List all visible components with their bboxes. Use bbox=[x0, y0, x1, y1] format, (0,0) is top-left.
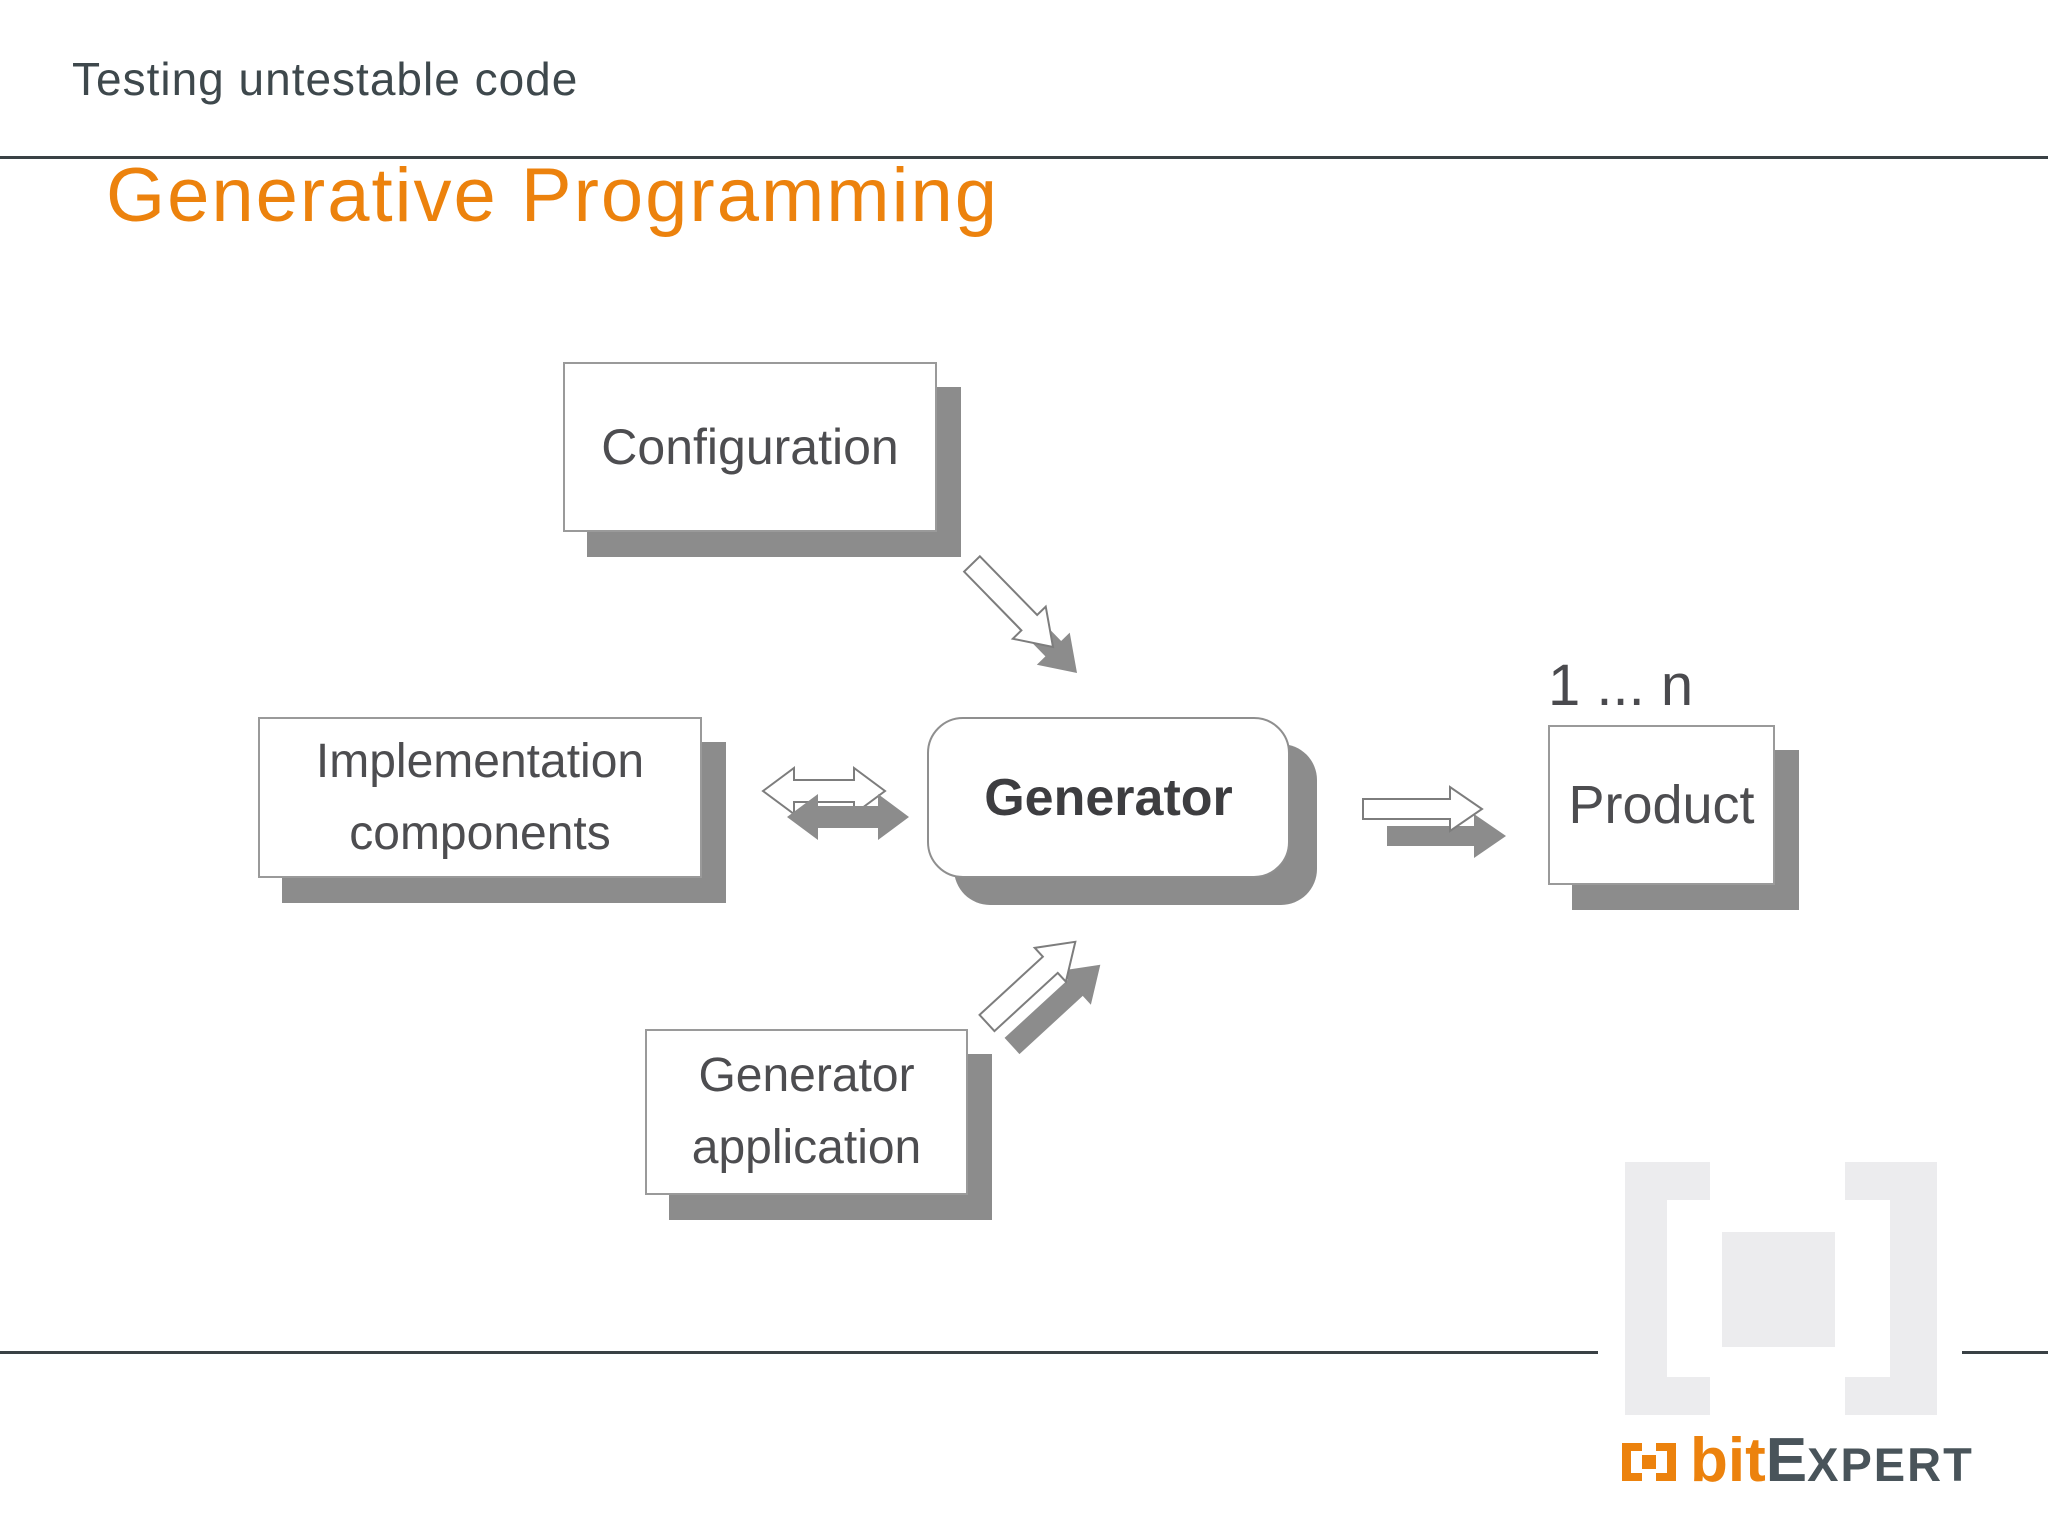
logo-left-bracket-icon bbox=[1622, 1443, 1642, 1481]
node-implementation-components-line1: Implementation bbox=[315, 734, 645, 788]
watermark-right-bracket-icon bbox=[1845, 1162, 1937, 1415]
footer-divider-line bbox=[0, 1351, 2048, 1354]
slide-title: Generative Programming bbox=[106, 153, 1000, 238]
bitexpert-bracket-icon bbox=[1622, 1443, 1676, 1481]
watermark-square-icon bbox=[1722, 1232, 1835, 1347]
logo-text-expert-rest: XPERT bbox=[1807, 1438, 1974, 1491]
node-generator-application-line2: application bbox=[691, 1121, 922, 1174]
node-generator: Generator bbox=[927, 717, 1290, 878]
node-generator-application-line1: Generator bbox=[698, 1049, 915, 1102]
product-multiplicity-label: 1 ... n bbox=[1548, 653, 1694, 718]
bitexpert-logo: bitEXPERT bbox=[1622, 1425, 1974, 1496]
node-product: Product bbox=[1548, 725, 1775, 885]
node-generator-application: Generator application bbox=[645, 1029, 968, 1195]
logo-text-bit: bit bbox=[1690, 1426, 1766, 1495]
node-implementation-components-line2: components bbox=[349, 806, 611, 860]
watermark-left-bracket-icon bbox=[1625, 1162, 1710, 1415]
logo-square-icon bbox=[1642, 1455, 1656, 1469]
node-product-label: Product bbox=[1568, 775, 1755, 835]
node-configuration: Configuration bbox=[563, 362, 937, 532]
bracket-watermark-icon bbox=[1598, 1145, 1962, 1425]
logo-text-expert-cap: E bbox=[1765, 1426, 1808, 1495]
arrow-generator-application-to-generator-icon bbox=[978, 940, 1101, 1055]
node-implementation-components: Implementation components bbox=[258, 717, 702, 878]
node-generator-label: Generator bbox=[984, 768, 1233, 827]
header-divider-line bbox=[0, 156, 2048, 159]
header-title: Testing untestable code bbox=[72, 53, 579, 105]
node-configuration-label: Configuration bbox=[601, 419, 899, 475]
arrow-implementation-generator-bidirectional-icon bbox=[761, 766, 909, 840]
arrow-configuration-to-generator-icon bbox=[962, 554, 1078, 674]
logo-right-bracket-icon bbox=[1656, 1443, 1676, 1481]
arrow-generator-to-product-icon bbox=[1362, 785, 1506, 858]
